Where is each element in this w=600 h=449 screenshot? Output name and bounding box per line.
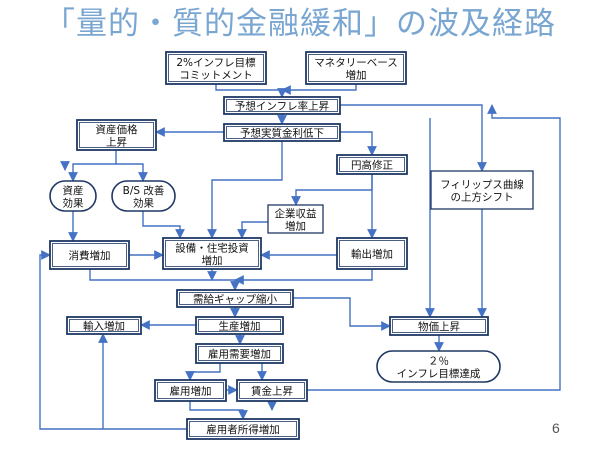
node-wage-label-1: 賃金上昇: [251, 385, 293, 398]
edge-commitment-to-expected: [215, 84, 287, 98]
edge-assetprice-to-bs: [116, 163, 148, 182]
edge-gap-to-price: [293, 297, 391, 331]
page-number: 6: [552, 420, 560, 436]
node-inflation-commitment-label-1: 2%インフレ目標: [176, 56, 256, 69]
edge-labor-to-employment: [185, 363, 221, 381]
node-labor-demand: 雇用需要増加: [195, 343, 284, 364]
edge-bseffect-to-capex: [142, 211, 185, 239]
node-target-achieved: ２％インフレ目標達成: [376, 350, 501, 383]
node-corporate-profit-label-1: 企業収益: [275, 207, 317, 220]
edge-wage-to-phillips: [307, 104, 561, 391]
node-asset-price-label-2: 上昇: [106, 136, 127, 148]
edge-realrate-to-capex: [207, 141, 283, 239]
node-target-achieved-label-1: ２％: [428, 355, 449, 367]
edge-employment-to-income: [189, 401, 248, 420]
node-employment: 雇用増加: [154, 379, 227, 402]
node-income: 雇用者所得増加: [186, 418, 300, 440]
node-expected-inflation-label-1: 予想インフレ率上昇: [235, 100, 330, 113]
node-capex-label-1: 設備・住宅投資: [175, 241, 249, 254]
node-inflation-commitment-label-2: コミットメント: [179, 69, 253, 81]
node-production: 生産増加: [195, 316, 284, 335]
edge-realrate-to-yen: [340, 131, 377, 156]
node-employment-label-1: 雇用増加: [170, 385, 212, 398]
edge-consumption-to-gap: [89, 269, 240, 291]
edge-exports-to-gap: [234, 269, 373, 285]
node-monetary-base-label-2: 増加: [346, 68, 367, 81]
node-consumption-label-1: 消費増加: [69, 249, 111, 262]
edge-expected-to-phillips: [340, 104, 487, 172]
node-output-gap-label-1: 需給ギャップ縮小: [193, 293, 277, 306]
page-title: 「量的・質的金融緩和」の波及経路: [44, 6, 556, 42]
node-yen-correction-label-1: 円高修正: [351, 159, 393, 172]
node-real-rate-down-label-1: 予想実質金利低下: [240, 127, 324, 140]
flow-nodes: 2%インフレ目標コミットメントマネタリーベース増加予想インフレ率上昇予想実質金利…: [49, 51, 534, 440]
node-labor-demand-label-1: 雇用需要増加: [208, 348, 271, 361]
node-monetary-base-label-1: マネタリーベース: [314, 57, 397, 69]
node-price-rise-label-1: 物価上昇: [418, 320, 460, 333]
edge-yen-to-profit: [291, 174, 373, 206]
node-price-rise: 物価上昇: [389, 316, 489, 336]
node-production-label-1: 生産増加: [219, 320, 261, 333]
node-yen-correction: 円高修正: [336, 154, 408, 175]
node-consumption: 消費増加: [49, 240, 130, 270]
node-bs-effect-label-2: 効果: [133, 196, 154, 209]
node-output-gap: 需給ギャップ縮小: [176, 289, 294, 308]
node-exports: 輸出増加: [336, 237, 408, 270]
node-wage: 賃金上昇: [236, 379, 308, 402]
node-phillips-label-2: の上方シフト: [451, 190, 514, 203]
node-target-achieved-label-2: インフレ目標達成: [397, 367, 481, 380]
flow-arrows: [39, 84, 561, 430]
node-asset-effect-label-2: 効果: [63, 196, 84, 209]
edge-income-to-consumption: [39, 250, 187, 430]
edge-assetprice-to-effects: [68, 150, 117, 182]
node-imports-label-1: 輸入増加: [83, 320, 125, 333]
node-asset-price-label-1: 資産価格: [96, 123, 138, 136]
node-real-rate-down: 予想実質金利低下: [223, 123, 341, 142]
node-income-label-1: 雇用者所得増加: [206, 423, 280, 436]
node-phillips-label-1: フィリップス曲線: [440, 178, 524, 191]
node-corporate-profit-label-2: 増加: [285, 219, 306, 232]
node-exports-label-1: 輸出増加: [351, 248, 393, 261]
node-imports: 輸入増加: [66, 316, 142, 335]
node-expected-inflation: 予想インフレ率上昇: [223, 96, 341, 115]
node-capex-label-2: 増加: [202, 254, 223, 267]
node-bs-effect-label-1: B/S 改善: [123, 184, 165, 197]
edge-base-to-expected: [281, 84, 357, 95]
node-asset-effect-label-1: 資産: [63, 184, 84, 197]
edge-profit-to-capex: [237, 221, 268, 239]
